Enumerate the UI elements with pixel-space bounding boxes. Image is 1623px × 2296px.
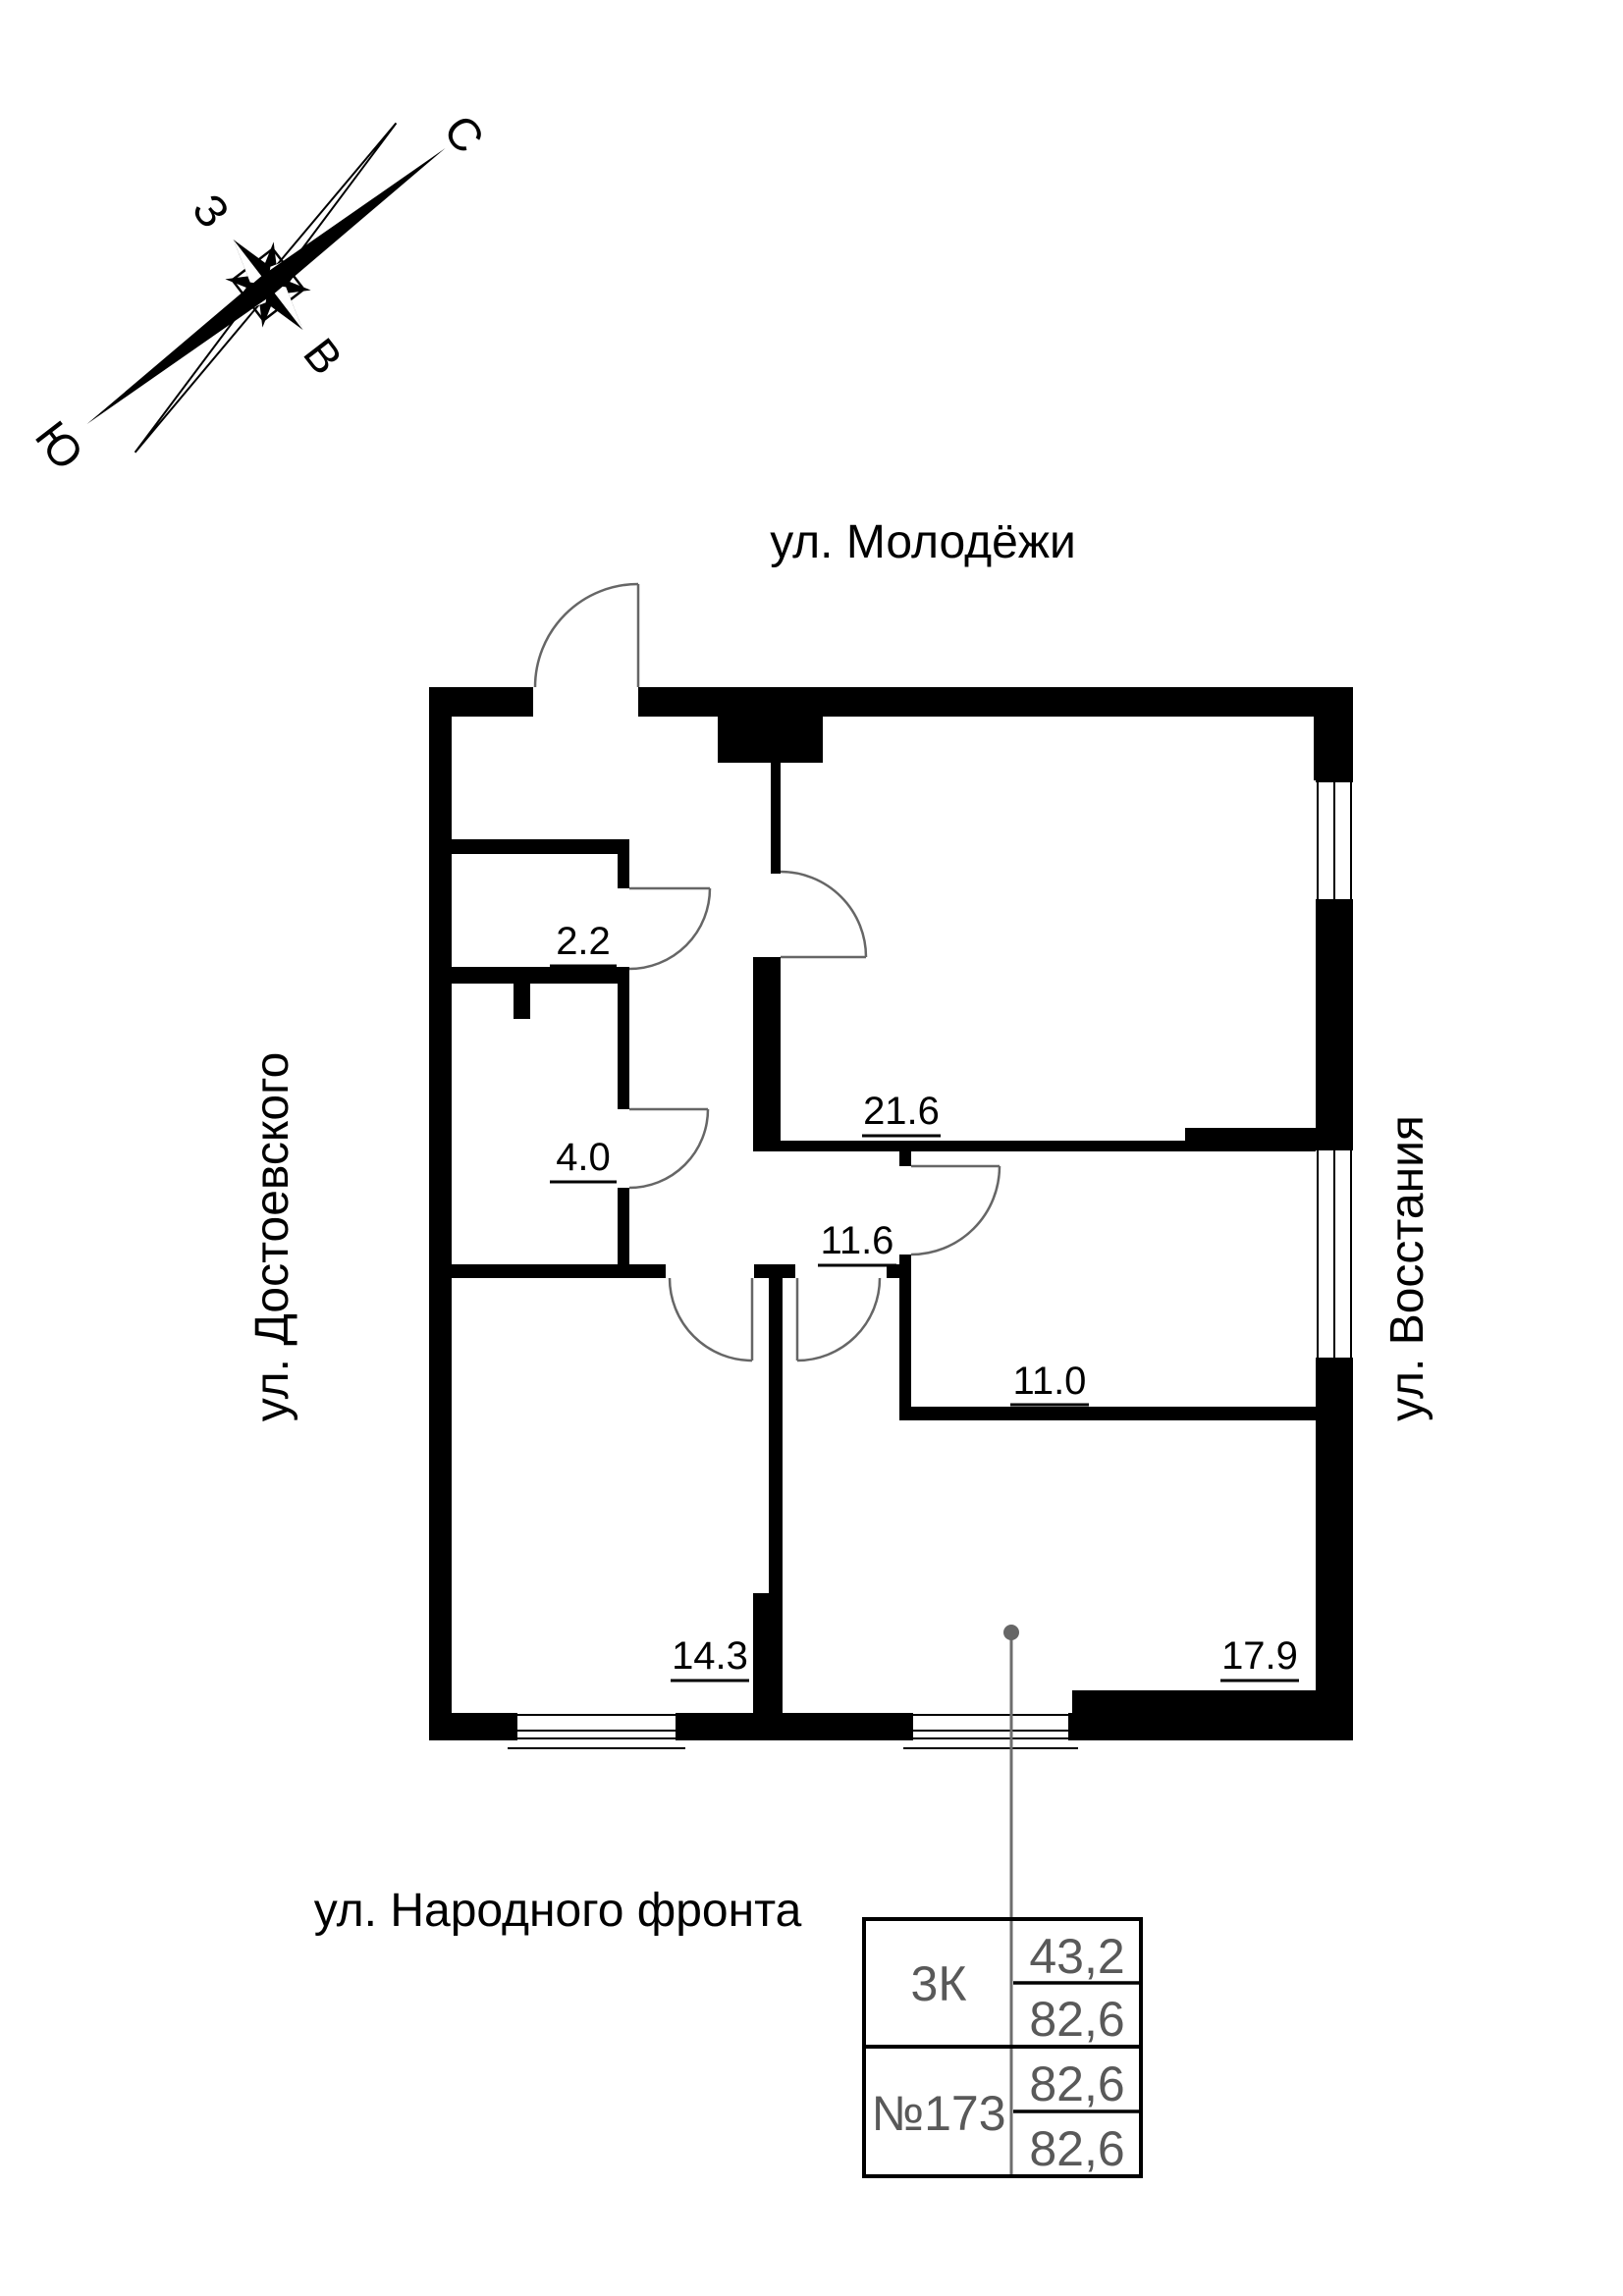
window-bottom-left: [508, 1713, 685, 1749]
wall-segment: [429, 687, 452, 1740]
info-table: 3К 43,2 82,6 №173 82,6 82,6: [862, 1917, 1143, 2178]
window-right-lower: [1316, 1148, 1353, 1360]
street-label-left: ул. Достоевского: [246, 1052, 298, 1422]
wall-segment: [1185, 1128, 1316, 1141]
leader-dot: [1003, 1625, 1019, 1640]
compass-needle: [86, 147, 446, 425]
entrance-door-swing: [533, 582, 640, 688]
area-cell-4: 82,6: [1029, 2121, 1124, 2176]
wall-segment: [452, 839, 629, 854]
room-label-11-6: 11.6: [821, 1219, 894, 1262]
area-cell-3: 82,6: [1029, 2056, 1124, 2111]
wall-segment: [677, 1713, 911, 1740]
wall-segment: [899, 1255, 911, 1407]
wall-segment: [754, 1264, 795, 1278]
wall-segment: [638, 687, 1353, 717]
compass-west-label: З: [183, 185, 240, 238]
wall-segment: [1314, 687, 1353, 780]
room-label-17-9: 17.9: [1221, 1634, 1298, 1678]
area-cell-1: 43,2: [1029, 1929, 1124, 1984]
wall-segment: [1316, 901, 1353, 1148]
doors: [533, 582, 1001, 1362]
room-labels: 2.2 4.0 21.6 11.6 11.0 14.3 17.9: [550, 920, 1299, 1682]
wall-segment: [771, 749, 781, 874]
street-label-bottom: ул. Народного фронта: [314, 1885, 802, 1937]
room-label-2-2: 2.2: [556, 920, 611, 963]
wall-segment: [899, 1151, 911, 1166]
wall-segment: [618, 1188, 629, 1278]
apartment-type-cell: 3К: [911, 1956, 967, 2011]
window-right-upper: [1316, 780, 1353, 901]
wall-segment: [1070, 1713, 1353, 1740]
door-swing-room-21-6: [780, 870, 868, 959]
room-label-14-3: 14.3: [672, 1634, 748, 1678]
door-swing-room-14-3: [668, 1277, 754, 1362]
compass-rose-icon: С Ю З В: [26, 105, 495, 479]
walls: [429, 687, 1353, 1740]
wall-segment: [452, 967, 629, 984]
area-cell-2: 82,6: [1029, 1992, 1124, 2047]
window-bottom-right: [903, 1713, 1078, 1749]
door-swing-room-11-0: [910, 1164, 1001, 1256]
wall-segment: [452, 1264, 666, 1278]
room-label-21-6: 21.6: [863, 1090, 940, 1133]
street-label-top: ул. Молодёжи: [770, 516, 1076, 568]
leader-line: [1003, 1625, 1019, 2176]
wall-segment: [753, 1593, 783, 1713]
wall-segment: [514, 984, 530, 1019]
wall-segment: [618, 969, 629, 1109]
street-label-right: ул. Восстания: [1381, 1115, 1434, 1421]
wall-segment: [1316, 1360, 1353, 1740]
wall-segment: [753, 1141, 1316, 1151]
door-swing-room-17-9: [795, 1277, 882, 1362]
compass-east-label: В: [294, 329, 352, 384]
wall-segment: [899, 1407, 1316, 1420]
wall-segment: [429, 1713, 515, 1740]
room-label-4-0: 4.0: [556, 1136, 611, 1179]
wall-segment: [718, 717, 823, 763]
apartment-number-cell: №173: [871, 2086, 1005, 2141]
windows: [508, 780, 1353, 1749]
wall-segment: [753, 957, 781, 1141]
room-label-11-0: 11.0: [1013, 1360, 1087, 1403]
door-swing-room-2-2: [628, 886, 712, 971]
wall-segment: [618, 854, 629, 888]
compass-north-label: С: [434, 105, 494, 162]
door-swing-room-4-0: [628, 1107, 710, 1190]
compass-south-label: Ю: [26, 411, 94, 479]
wall-segment: [1072, 1690, 1353, 1713]
